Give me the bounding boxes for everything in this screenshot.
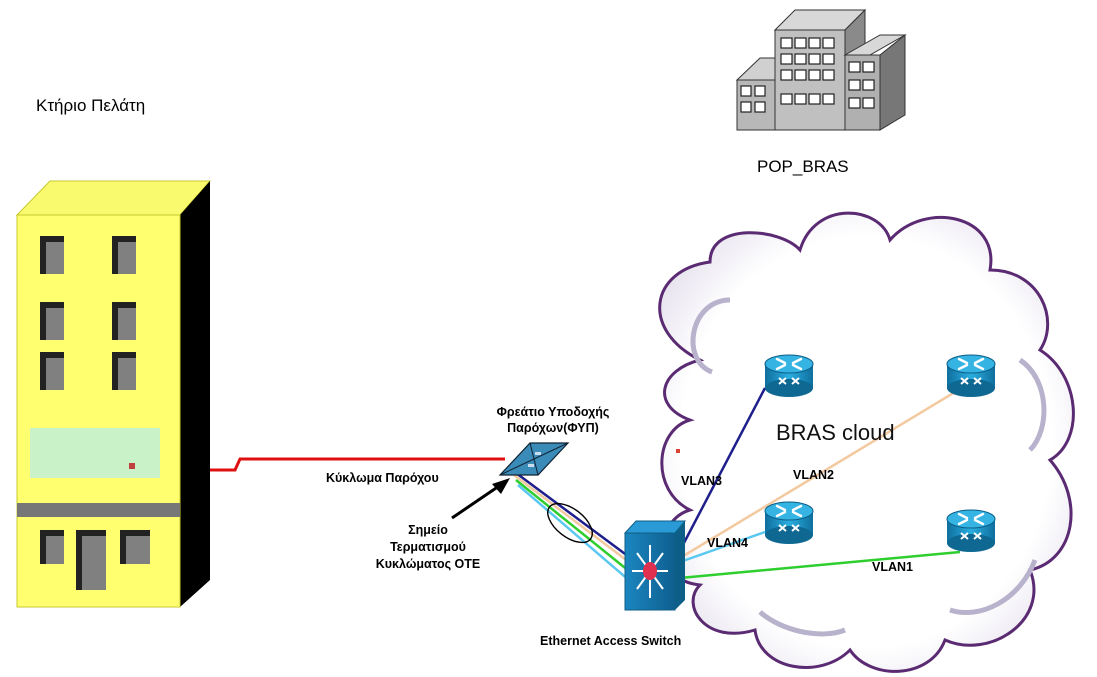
vlan-links [673, 387, 961, 580]
termination-arrow [451, 478, 510, 520]
termination-label-line3: Κυκλώματος ΟΤΕ [375, 557, 481, 571]
termination-label-line1: Σημείο [408, 523, 448, 537]
router-icon [945, 353, 997, 399]
pop-bras-label: POP_BRAS [757, 157, 849, 176]
router-icon [763, 500, 815, 546]
vlan2-link [679, 390, 956, 560]
vlan1-label: VLAN1 [872, 560, 913, 574]
office-building-icon [735, 8, 907, 131]
vlan2-label: VLAN2 [793, 468, 834, 482]
multilayer-switch-icon [623, 520, 687, 611]
vlan3-link [673, 387, 767, 561]
termination-point-label: Σημείο Τερματισμού Κυκλώματος ΟΤΕ [362, 522, 494, 573]
manhole-label-line1: Φρεάτιο Υποδοχής [496, 405, 610, 419]
provider-circuit-label: Κύκλωμα Παρόχου [326, 471, 439, 485]
switch-label: Ethernet Access Switch [540, 634, 682, 648]
customer-building-icon [15, 180, 212, 608]
manhole-label-line2: Παρόχων(ΦΥΠ) [507, 421, 599, 435]
vlan4-label: VLAN4 [707, 536, 748, 550]
provider-fibres [511, 468, 643, 589]
fibre-bundle-ring [547, 502, 593, 544]
manhole-label: Φρεάτιο Υποδοχής Παρόχων(ΦΥΠ) [468, 404, 638, 436]
vlan3-label: VLAN3 [681, 474, 722, 488]
patch-panel-icon [498, 442, 570, 476]
vlan4-link [679, 530, 766, 564]
router-icon [763, 353, 815, 399]
router-icon [945, 508, 997, 554]
provider-circuit-line [207, 457, 505, 472]
marker-dot [676, 449, 680, 453]
termination-label-line2: Τερματισμού [390, 540, 466, 554]
bras-cloud-label: BRAS cloud [776, 420, 895, 445]
vlan1-link [679, 550, 961, 580]
customer-building-label: Κτήριο Πελάτη [36, 96, 146, 115]
